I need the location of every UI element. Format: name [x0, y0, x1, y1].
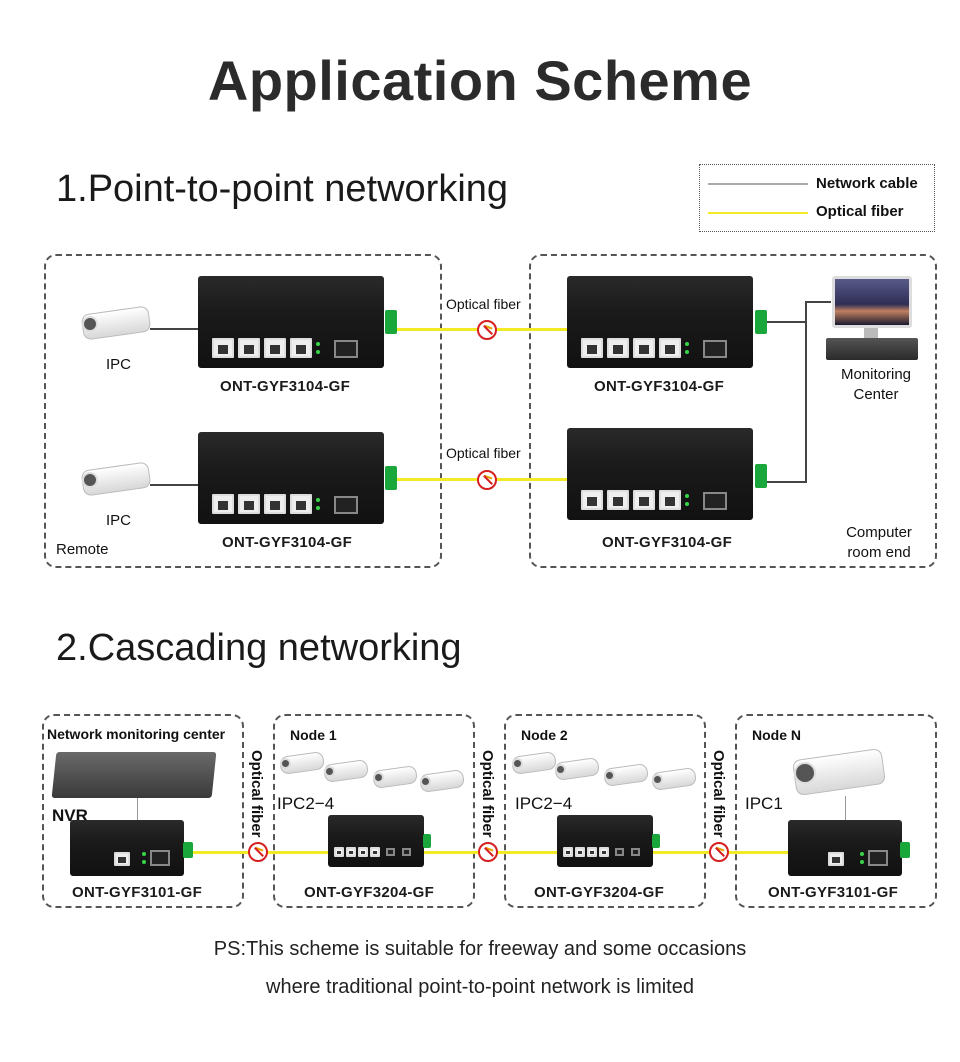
no-fire-warning-icon: [477, 470, 497, 490]
note-line-2: where traditional point-to-point network…: [266, 976, 694, 998]
ipc-camera-icon: [78, 461, 152, 502]
node-title: Node N: [752, 727, 801, 743]
ipc-camera-icon: [278, 751, 326, 780]
computer-room-label-line2: room end: [847, 544, 911, 561]
switch-device-icon: [328, 815, 424, 867]
power-terminal-icon: [385, 466, 397, 490]
optical-fiber-cascade-link: [186, 851, 906, 854]
ipc-camera-icon: [322, 759, 370, 788]
camera-group-label: IPC2−4: [515, 794, 573, 813]
camera-group-label: IPC2−4: [277, 794, 335, 813]
legend: Network cable Optical fiber: [699, 164, 935, 232]
camera-group-label: IPC1: [745, 794, 783, 813]
network-cable: [137, 798, 138, 820]
network-cable: [150, 328, 200, 330]
ipc-label: IPC: [106, 512, 132, 529]
ipc-label: IPC: [106, 356, 132, 373]
fiber-label-vertical: Optical fiber: [479, 750, 496, 838]
switch-device-icon: [557, 815, 653, 867]
power-terminal-icon: [755, 310, 767, 334]
device-model-label: ONT-GYF3104-GF: [222, 534, 353, 551]
switch-device-icon: [198, 432, 384, 524]
page-title: Application Scheme: [207, 49, 753, 112]
remote-label: Remote: [56, 541, 109, 558]
node-box-node-n: [735, 714, 937, 908]
computer-room-group-box: [529, 254, 937, 568]
power-terminal-icon: [652, 834, 660, 848]
power-terminal-icon: [900, 842, 910, 858]
node-title: Node 2: [521, 727, 568, 743]
device-model-label: ONT-GYF3104-GF: [220, 378, 351, 395]
section1-title: 1.Point-to-point networking: [56, 168, 509, 210]
remote-group-box: [44, 254, 442, 568]
node-model-label: ONT-GYF3101-GF: [72, 884, 203, 901]
device-model-label: ONT-GYF3104-GF: [594, 378, 725, 395]
network-cable: [805, 301, 831, 303]
fiber-label: Optical fiber: [446, 445, 521, 461]
network-cable: [767, 481, 807, 483]
no-fire-warning-icon: [478, 842, 498, 862]
node-box-node-2: [504, 714, 706, 908]
legend-optical-fiber-swatch: [708, 212, 808, 214]
network-cable: [767, 321, 807, 323]
no-fire-warning-icon: [709, 842, 729, 862]
note-line-1: PS:This scheme is suitable for freeway a…: [213, 938, 747, 960]
node-box-node-1: [273, 714, 475, 908]
network-cable: [805, 301, 807, 483]
no-fire-warning-icon: [248, 842, 268, 862]
power-terminal-icon: [183, 842, 193, 858]
ipc-camera-icon: [790, 747, 887, 800]
network-cable: [150, 484, 200, 486]
ipc-camera-icon: [371, 765, 419, 794]
legend-network-cable-swatch: [708, 183, 808, 185]
monitor-nvr-icon: [826, 276, 918, 362]
network-cable: [845, 796, 846, 820]
switch-device-icon: [567, 428, 753, 520]
legend-optical-fiber-label: Optical fiber: [816, 203, 904, 220]
monitoring-center-label: Monitoring: [840, 366, 912, 383]
power-terminal-icon: [423, 834, 431, 848]
fiber-label-vertical: Optical fiber: [710, 750, 727, 838]
node-model-label: ONT-GYF3204-GF: [304, 884, 435, 901]
ipc-camera-icon: [650, 767, 698, 796]
node-title: Node 1: [290, 727, 337, 743]
no-fire-warning-icon: [477, 320, 497, 340]
nvr-device-icon: [51, 752, 217, 798]
ipc-camera-icon: [553, 757, 601, 786]
ipc-camera-icon: [418, 769, 466, 798]
node-model-label: ONT-GYF3101-GF: [768, 884, 899, 901]
fiber-label-vertical: Optical fiber: [248, 750, 265, 838]
power-terminal-icon: [385, 310, 397, 334]
computer-room-label: Computer: [846, 524, 912, 541]
section2-title: 2.Cascading networking: [56, 627, 462, 669]
ipc-camera-icon: [510, 751, 558, 780]
power-terminal-icon: [755, 464, 767, 488]
legend-network-cable-label: Network cable: [816, 175, 918, 192]
switch-device-icon: [198, 276, 384, 368]
node-title: Network monitoring center: [47, 726, 226, 742]
fiber-label: Optical fiber: [446, 296, 521, 312]
ipc-camera-icon: [602, 763, 650, 792]
switch-device-icon: [567, 276, 753, 368]
converter-device-icon: [788, 820, 902, 876]
device-model-label: ONT-GYF3104-GF: [602, 534, 733, 551]
monitoring-center-label-line2: Center: [853, 386, 899, 403]
node-box-monitoring-center: [42, 714, 244, 908]
node-model-label: ONT-GYF3204-GF: [534, 884, 665, 901]
converter-device-icon: [70, 820, 184, 876]
ipc-camera-icon: [78, 305, 152, 346]
